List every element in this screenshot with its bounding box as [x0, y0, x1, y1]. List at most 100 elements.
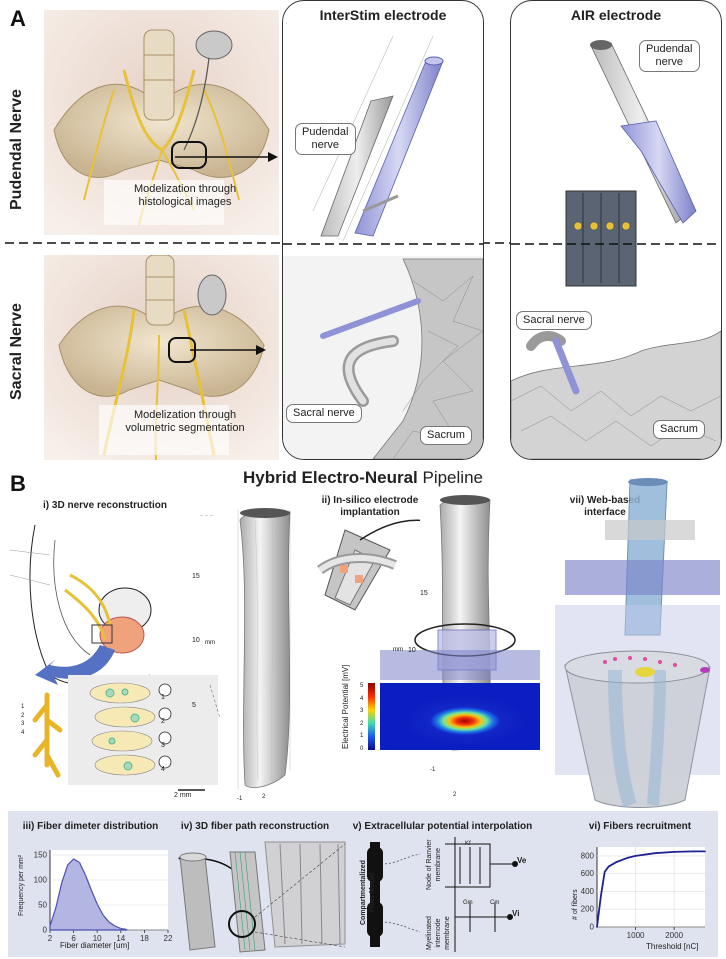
- interstim-electrode-card: InterStim electrode Pudendal nerve Sacra…: [282, 0, 484, 460]
- impl-bottom-tick-b: 2: [453, 792, 457, 798]
- colorbar-label: Electrical Potential [mV]: [341, 664, 350, 749]
- fiber-circuit-diagram: [367, 837, 518, 952]
- x-tick-label: 22: [164, 934, 173, 943]
- colorbar-ticks: 5 4 3 2 1 0: [360, 680, 363, 756]
- interstim-pudendal-label: Pudendal nerve: [295, 123, 356, 155]
- component-gm: Gm: [463, 900, 473, 906]
- spine-level-1: 1: [21, 704, 25, 710]
- data-point: [120, 927, 122, 930]
- nerve-reconstruction-illustration: [10, 515, 220, 791]
- y-tick-label: 400: [581, 887, 595, 896]
- spine-level-labels: 1 2 3 4: [21, 703, 24, 737]
- nerve-bottom-tick-a: -1: [237, 796, 243, 802]
- potential-heatmap: [380, 683, 540, 750]
- compartmentalized-label: Compartmentalized Fiber Model: [360, 860, 376, 925]
- colorbar-tick-5: 5: [360, 683, 364, 689]
- step-vii-title: vii) Web-based interface: [569, 495, 641, 518]
- y-tick-label: 600: [581, 869, 595, 878]
- step-iii-title: iii) Fiber dimeter distribution: [22, 821, 159, 832]
- data-point: [615, 861, 618, 863]
- colorbar-tick-1: 1: [360, 733, 364, 740]
- fiber-diameter-xlabel: Fiber diameter [um]: [60, 941, 130, 950]
- recruitment-ylabel: # of fibers: [572, 889, 579, 920]
- component-kf: Kf: [465, 841, 471, 847]
- data-point: [603, 871, 606, 873]
- colorbar-tick-2: 2: [360, 720, 364, 727]
- data-point: [49, 925, 51, 927]
- interstim-sacral-label: Sacral nerve: [286, 404, 362, 423]
- slice-2: 2: [161, 718, 165, 725]
- nerve-axis-unit: mm: [205, 640, 215, 646]
- step-iv-title: iv) 3D fiber path reconstruction: [180, 821, 330, 832]
- data-point: [55, 906, 57, 909]
- colorbar-tick-4: 4: [360, 695, 364, 702]
- impl-tick-15: 15: [420, 590, 428, 597]
- air-title: AIR electrode: [570, 7, 662, 23]
- nerve-tick-10: 10: [192, 637, 200, 644]
- air-electrode-card: AIR electrode Pudendal nerve Sacral nerv…: [510, 0, 722, 460]
- sacral-anatomy-illustration: [44, 255, 279, 460]
- y-tick-label: 100: [34, 876, 48, 885]
- data-point: [704, 850, 706, 853]
- internode-membrane-label: Myelinated internode membrane: [426, 916, 451, 950]
- fiber-path-reconstruction: [178, 841, 346, 953]
- pudendal-modelization-caption: Modelization through histological images: [133, 183, 237, 208]
- x-tick-label: 18: [140, 934, 149, 943]
- y-tick-label: 50: [38, 901, 47, 910]
- data-point: [108, 921, 110, 923]
- colorbar: [368, 683, 375, 750]
- vi-label: Vi: [512, 909, 520, 918]
- data-point: [673, 851, 675, 853]
- data-point: [125, 928, 128, 931]
- nerve-3d-model: [237, 508, 291, 790]
- ve-label: Ve: [517, 856, 527, 865]
- slice-1: 1: [161, 694, 165, 701]
- interstim-sacrum-label: Sacrum: [420, 426, 472, 445]
- interstim-title: InterStim electrode: [319, 7, 447, 23]
- data-point: [102, 914, 104, 916]
- impl-axis-unit: mm: [393, 647, 403, 653]
- data-point: [72, 858, 75, 860]
- pipeline-title-bold: Hybrid Electro-Neural: [243, 468, 418, 487]
- data-point: [627, 856, 629, 859]
- x-tick-label: 2000: [665, 931, 683, 940]
- data-point: [66, 864, 69, 866]
- x-tick-label: 14: [116, 934, 125, 943]
- data-point: [692, 850, 695, 853]
- data-point: [78, 861, 81, 864]
- y-tick-label: 800: [581, 851, 595, 860]
- impl-bottom-tick-a: -1: [430, 767, 436, 773]
- data-point: [96, 903, 98, 905]
- slice-3: 3: [161, 742, 165, 749]
- nerve-tick-15: 15: [192, 573, 200, 580]
- data-point: [607, 865, 610, 868]
- nerve-bottom-tick-b: 2: [262, 794, 266, 800]
- panel-letter-a: A: [10, 6, 26, 31]
- colorbar-tick-3: 3: [360, 708, 364, 715]
- fiber-diameter-ylabel: Frequency per mm²: [18, 854, 25, 916]
- spine-level-4: 4: [21, 729, 25, 736]
- slice-4: 4: [161, 766, 165, 773]
- data-point: [600, 895, 602, 897]
- data-point: [84, 874, 87, 876]
- slice-number-labels: 1 2 3 4: [161, 686, 165, 782]
- air-sacral-label: Sacral nerve: [516, 311, 592, 330]
- data-point: [61, 881, 63, 884]
- impl-tick-10: 10: [408, 647, 416, 654]
- node-membrane-label: Node of Ranvier membrane: [426, 839, 442, 890]
- step-ii-title: ii) In-silico electrode implantation: [321, 495, 419, 518]
- y-tick-label: 150: [34, 851, 48, 860]
- nerve-tick-5: 5: [192, 702, 196, 709]
- interstim-model-render: [283, 35, 483, 459]
- pudendal-anatomy-illustration: [44, 10, 279, 235]
- air-sacrum-label: Sacrum: [653, 420, 705, 439]
- panel-letter-b: B: [10, 471, 26, 496]
- data-point: [654, 852, 656, 855]
- data-point: [596, 926, 598, 928]
- spine-level-2: 2: [21, 712, 25, 719]
- sacral-modelization-caption: Modelization through volumetric segmenta…: [125, 409, 245, 434]
- plot-area: [597, 847, 705, 927]
- spine-level-3: 3: [21, 721, 25, 727]
